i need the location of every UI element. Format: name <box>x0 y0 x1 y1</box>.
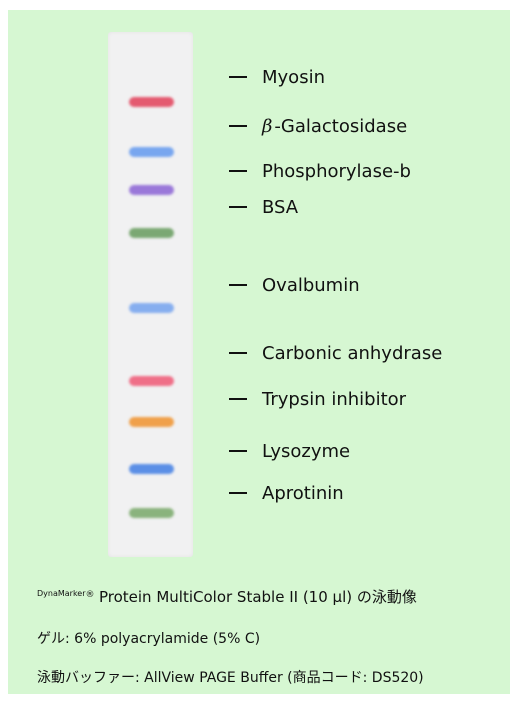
marker-name: Lysozyme <box>262 441 351 462</box>
caption-line1: Protein MultiColor Stable II (10 μl) の泳動… <box>98 588 417 606</box>
gel-lane <box>108 32 193 557</box>
figure-panel <box>8 10 510 694</box>
marker-label: Carbonic anhydrase <box>229 344 442 364</box>
marker-name: Trypsin inhibitor <box>262 389 407 410</box>
marker-label: Aprotinin <box>229 484 344 504</box>
protein-band <box>129 417 174 427</box>
marker-name: Carbonic anhydrase <box>262 343 443 364</box>
caption-title: DynaMarker® Protein MultiColor Stable II… <box>37 586 417 607</box>
marker-label: Ovalbumin <box>229 276 360 296</box>
protein-band <box>129 147 174 157</box>
marker-label: Phosphorylase-b <box>229 162 411 182</box>
dash-icon <box>229 206 247 208</box>
marker-label: Lysozyme <box>229 442 350 462</box>
marker-name: Myosin <box>262 67 325 88</box>
marker-label: β-Galactosidase <box>229 117 407 137</box>
marker-name: Phosphorylase-b <box>262 161 411 182</box>
protein-band <box>129 97 174 107</box>
dash-icon <box>229 284 247 286</box>
protein-band <box>129 464 174 474</box>
marker-name: -Galactosidase <box>274 116 408 137</box>
dash-icon <box>229 450 247 452</box>
registered-mark: ® <box>85 590 95 600</box>
marker-prefix: β <box>262 116 273 137</box>
brand-name: DynaMarker <box>37 589 86 598</box>
marker-name: Aprotinin <box>262 483 344 504</box>
dash-icon <box>229 492 247 494</box>
marker-label: Trypsin inhibitor <box>229 390 406 410</box>
marker-label: BSA <box>229 198 298 218</box>
marker-label: Myosin <box>229 68 325 88</box>
caption-gel: ゲル: 6% polyacrylamide (5% C) <box>37 631 261 647</box>
marker-name: BSA <box>262 197 299 218</box>
dash-icon <box>229 352 247 354</box>
dash-icon <box>229 76 247 78</box>
protein-band <box>129 303 174 313</box>
protein-band <box>129 228 174 238</box>
dash-icon <box>229 125 247 127</box>
protein-band <box>129 376 174 386</box>
dash-icon <box>229 398 247 400</box>
marker-name: Ovalbumin <box>262 275 360 296</box>
protein-band <box>129 185 174 195</box>
protein-band <box>129 508 174 518</box>
dash-icon <box>229 170 247 172</box>
caption-buffer: 泳動バッファー: AllView PAGE Buffer (商品コード: DS5… <box>37 670 424 686</box>
